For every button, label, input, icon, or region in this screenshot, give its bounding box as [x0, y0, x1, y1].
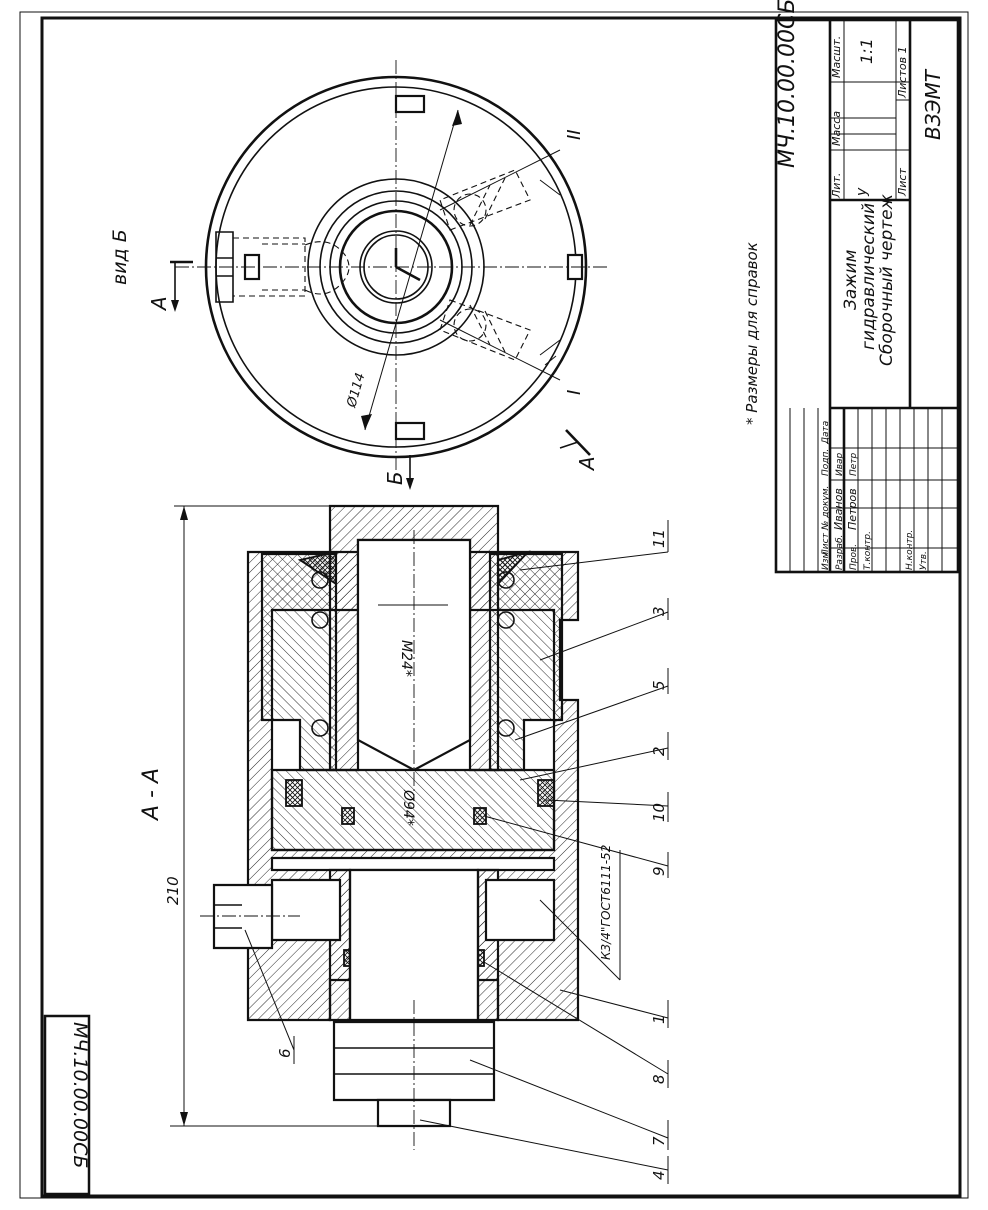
dim-port-thread: К3/4"ГОСТ6111-52 [599, 845, 613, 960]
title-name-line3: Сборочный чертеж [877, 193, 897, 366]
row-tkontr-role: Т.контр. [863, 531, 873, 570]
callout-11: 11 [650, 529, 668, 548]
marker-a-top: А [147, 296, 171, 312]
row-utv-role: Утв. [919, 551, 929, 570]
title-block: МЧ.10.00.00СБ Зажим гидравлический Сборо… [774, 0, 960, 574]
callout-10: 10 [650, 803, 668, 822]
marker-b: Б [383, 471, 407, 485]
callout-8: 8 [650, 1074, 668, 1084]
callout-9: 9 [650, 866, 668, 876]
callout-1: 1 [650, 1014, 668, 1024]
dim-thread: М24* [398, 640, 414, 677]
dim-overall-length: 210 [164, 876, 182, 905]
title-sheet-label: Лист [896, 168, 909, 197]
callout-7: 7 [650, 1136, 668, 1146]
dim-outer-diameter: Ø114 [344, 371, 368, 410]
callouts: 11 3 5 2 10 9 1 8 7 4 6 [244, 520, 669, 1184]
callout-5: 5 [650, 680, 668, 690]
row-prov-role: Пров. [849, 544, 859, 570]
row-razrab-sign: Ивар [835, 452, 845, 476]
title-mass-header: Масса [830, 111, 843, 146]
view-label: вид Б [109, 229, 131, 285]
title-code: МЧ.10.00.00СБ [775, 0, 800, 168]
callout-4: 4 [650, 1170, 668, 1180]
mark-ii: II [564, 129, 585, 140]
outer-border [19, 11, 969, 1199]
title-name-line1: Зажим [841, 249, 861, 310]
title-scale-header: Масшт. [830, 36, 843, 78]
hdr-podp: Подп. [821, 449, 831, 476]
title-scale-value: 1:1 [857, 38, 876, 64]
callout-2: 2 [650, 746, 668, 756]
marker-a-bottom: А [575, 456, 599, 472]
title-sheets-label: Листов 1 [896, 46, 909, 99]
row-razrab-role: Разраб. [835, 535, 845, 570]
title-lit-value: у [854, 187, 870, 197]
callout-3: 3 [650, 606, 668, 616]
stamp-code: МЧ.10.00.00СБ [69, 1022, 91, 1168]
section-label: А - А [139, 768, 164, 822]
section-aa: А - А 210 [139, 504, 621, 1150]
title-org: ВЗЭМТ [921, 68, 945, 140]
row-prov-sign: Петр [849, 452, 859, 476]
row-prov-name: Петров [846, 488, 859, 530]
hdr-dokum: № докум. [821, 486, 831, 531]
title-lit-header: Лит. [830, 173, 843, 199]
dim-bore: Ø94* [400, 789, 416, 826]
hdr-data: Дата [821, 421, 831, 445]
mark-i: I [564, 390, 585, 395]
title-name-line2: гидравлический [859, 203, 879, 350]
reference-note: * Размеры для справок [743, 242, 761, 425]
view-b: вид Б А А Ø114 [109, 60, 610, 472]
hdr-list: Лист [821, 532, 831, 557]
callout-6: 6 [276, 1048, 294, 1058]
hdr-izm: Изм [821, 551, 831, 570]
inner-frame [40, 16, 962, 1198]
row-razrab-name: Иванов [832, 488, 845, 530]
row-nkontr-role: Н.контр. [905, 530, 915, 570]
stamp-box [43, 1014, 91, 1196]
